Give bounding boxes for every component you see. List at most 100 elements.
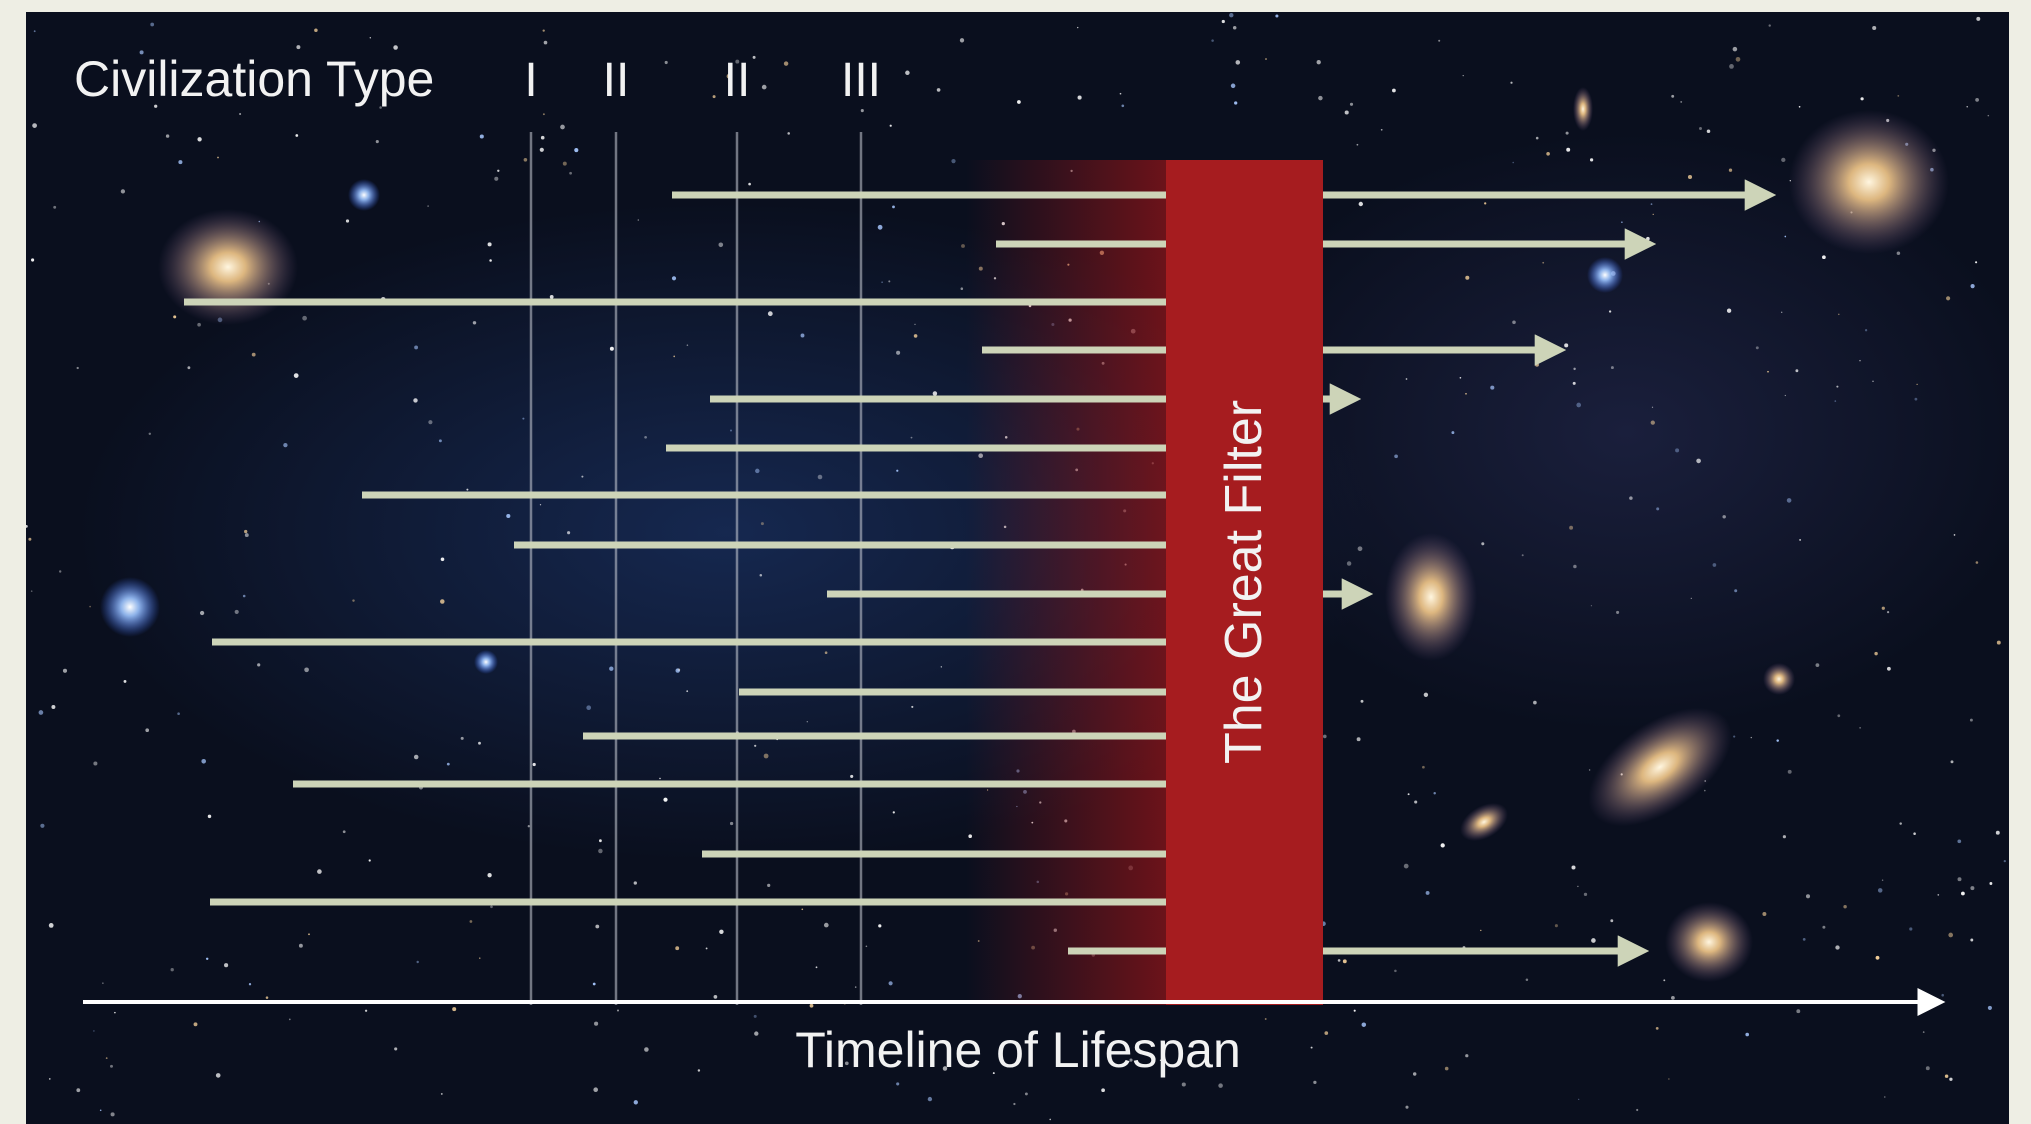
star	[1318, 96, 1322, 100]
galaxy-spiral-mid	[1385, 533, 1477, 661]
star	[961, 244, 965, 248]
star	[1236, 60, 1241, 65]
star	[1611, 366, 1614, 369]
star	[1756, 346, 1759, 349]
star	[1835, 945, 1839, 949]
star	[1970, 886, 1974, 890]
star	[889, 981, 893, 985]
star	[1408, 793, 1410, 795]
star	[102, 982, 103, 983]
star	[1589, 769, 1590, 770]
star	[1996, 831, 2000, 835]
star	[1438, 40, 1440, 42]
star	[1834, 400, 1836, 402]
star	[730, 429, 732, 431]
star	[31, 258, 34, 261]
star	[896, 351, 900, 355]
star	[352, 599, 354, 601]
star	[487, 873, 491, 877]
star	[1860, 97, 1863, 100]
star	[1345, 110, 1349, 114]
star	[816, 966, 818, 968]
star	[937, 88, 941, 92]
star	[369, 859, 371, 861]
star	[1313, 1081, 1316, 1084]
star	[1049, 1119, 1051, 1121]
star	[761, 522, 764, 525]
star	[149, 433, 151, 435]
star	[818, 475, 823, 480]
star	[1696, 459, 1701, 464]
timeline-label: Timeline of Lifespan	[795, 1022, 1241, 1078]
star	[784, 61, 788, 65]
star	[1887, 611, 1889, 613]
star	[1231, 84, 1236, 89]
star	[1663, 979, 1665, 981]
star	[1781, 312, 1782, 313]
star	[1923, 1031, 1925, 1033]
star	[550, 295, 554, 299]
star	[663, 798, 667, 802]
star	[1222, 20, 1225, 23]
star	[376, 140, 379, 143]
star	[593, 983, 596, 986]
star	[1788, 770, 1792, 774]
star	[1688, 175, 1692, 179]
star	[171, 968, 174, 971]
star	[1954, 534, 1956, 536]
star	[1381, 129, 1383, 131]
star	[1426, 891, 1430, 895]
star	[1347, 561, 1351, 565]
star	[1872, 26, 1876, 30]
star	[522, 418, 524, 420]
star	[544, 41, 548, 45]
star	[343, 830, 346, 833]
star	[440, 599, 445, 604]
star	[34, 30, 36, 32]
star	[1584, 893, 1587, 896]
star	[1510, 82, 1512, 84]
star	[914, 334, 918, 338]
star	[574, 148, 578, 152]
star	[593, 1087, 598, 1092]
star	[1555, 924, 1558, 927]
star	[249, 983, 251, 985]
star	[452, 1007, 456, 1011]
star	[1707, 129, 1711, 133]
star	[447, 763, 450, 766]
star	[488, 242, 492, 246]
star	[787, 132, 790, 135]
star	[1433, 792, 1435, 794]
star	[801, 908, 803, 910]
star	[1013, 1103, 1015, 1105]
star	[748, 183, 751, 186]
star	[1882, 879, 1883, 880]
star	[687, 344, 689, 346]
star	[31, 590, 33, 592]
star	[178, 160, 182, 164]
star	[1358, 546, 1363, 551]
star	[1751, 737, 1752, 738]
star	[594, 1022, 598, 1026]
star	[441, 558, 445, 562]
star	[1926, 1066, 1930, 1070]
star	[110, 1065, 113, 1068]
star	[1616, 611, 1619, 614]
star	[1533, 701, 1537, 705]
star	[1573, 565, 1577, 569]
star	[706, 947, 708, 949]
star	[719, 930, 723, 934]
star	[1621, 221, 1622, 222]
star	[1573, 382, 1576, 385]
bright-star	[100, 577, 160, 637]
star	[866, 945, 868, 947]
star	[217, 157, 219, 159]
star	[494, 177, 498, 181]
star	[1463, 75, 1464, 76]
star	[1937, 894, 1939, 896]
star	[1727, 309, 1731, 313]
star	[76, 1088, 80, 1092]
star	[1311, 1047, 1313, 1049]
bright-star	[1587, 257, 1623, 293]
star	[206, 958, 208, 960]
